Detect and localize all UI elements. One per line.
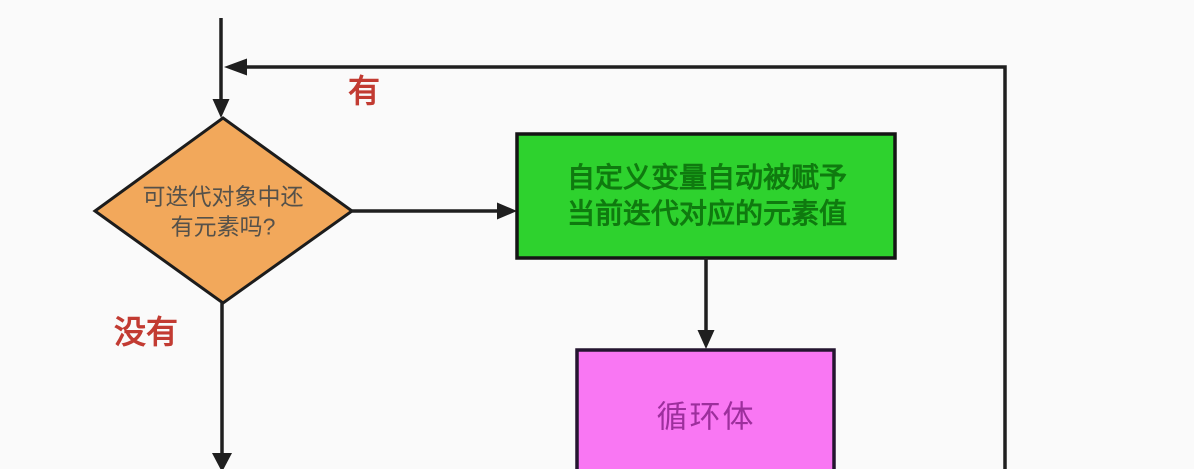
assign-to-loopbody-connector xyxy=(697,258,715,349)
arrowhead-right-icon xyxy=(497,202,517,220)
entry-connector xyxy=(212,18,230,118)
arrowhead-down-icon xyxy=(212,453,232,469)
arrowhead-left-icon xyxy=(224,58,247,76)
no-branch-label: 没有 xyxy=(113,314,179,350)
assign-box xyxy=(515,132,897,260)
loopback-connector xyxy=(224,58,1007,469)
decision-diamond xyxy=(92,116,355,305)
yes-branch-label: 有 xyxy=(347,73,381,109)
arrowhead-down-icon xyxy=(212,99,230,118)
yes-branch-connector xyxy=(352,202,517,220)
no-branch-connector xyxy=(212,303,232,469)
arrowhead-down-icon xyxy=(697,330,715,349)
loop-body-box xyxy=(575,348,836,469)
